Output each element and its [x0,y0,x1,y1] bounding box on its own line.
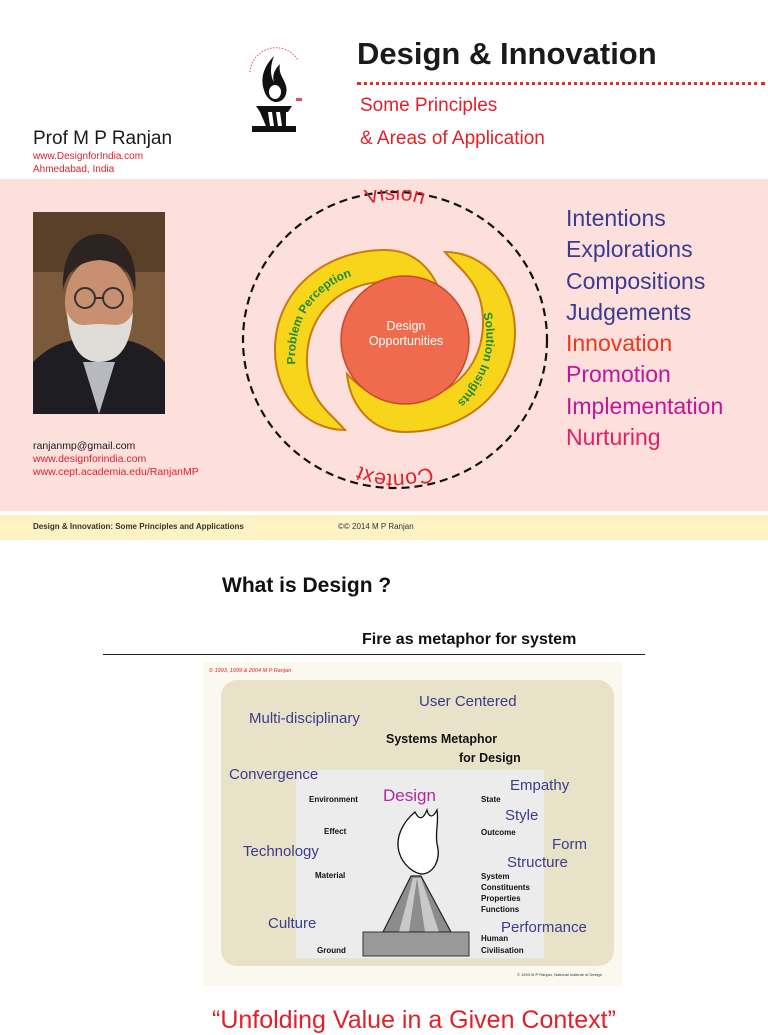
fire-metaphor-diagram: © 1993, 1999 & 2004 M P Ranjan User Cent… [203,662,622,986]
label-ground: Ground [317,946,346,955]
hearth-column-left [399,878,417,932]
label-performance: Performance [501,919,587,936]
flame-icon [397,807,439,875]
label-environment: Environment [309,795,358,804]
label-systems-metaphor: Systems Metaphor [386,732,497,746]
label-design: Design [383,786,436,805]
design-cycle-diagram: Vision Context Problem Perception Soluti… [241,190,549,492]
label-human: Human [481,934,508,943]
cycle-outer-dashed-circle [241,190,549,490]
keyword-item: Promotion [566,361,671,388]
label-state: State [481,795,501,804]
label-style: Style [505,807,538,824]
label-culture: Culture [268,915,316,932]
contact-email[interactable]: ranjanmp@gmail.com [33,440,136,452]
keyword-item: Explorations [566,236,693,263]
keyword-item: Innovation [566,330,673,357]
fire-logo-icon [249,47,302,132]
label-material: Material [315,871,345,880]
slide-quote: “Unfolding Value in a Given Context” [212,1006,616,1034]
keyword-item: Intentions [566,205,666,231]
caption-rule [103,654,645,655]
ground-block [362,931,470,957]
label-convergence: Convergence [229,766,318,783]
section-heading: What is Design ? [222,574,392,597]
cycle-center-circle [340,275,470,405]
footer-copyright: ©© 2014 M P Ranjan [338,522,414,531]
subtitle-line-2: & Areas of Application [360,128,545,149]
label-empathy: Empathy [510,777,570,794]
label-multidisciplinary: Multi-disciplinary [249,710,360,727]
footer-title: Design & Innovation: Some Principles and… [33,522,244,531]
label-functions: Functions [481,905,520,914]
hearth-column-right [417,878,439,932]
author-photo [33,212,165,414]
subtitle-line-1: Some Principles [360,95,498,116]
keyword-item: Implementation [566,392,724,419]
label-technology: Technology [243,843,319,860]
label-structure: Structure [507,854,568,871]
label-constituents: Constituents [481,883,530,892]
diagram-copyright-bottom: © 1993 M P Ranjan, National Institute of… [517,972,602,977]
contact-website[interactable]: www.designforindia.com [33,453,147,465]
author-website[interactable]: www.DesignforIndia.com [33,151,144,162]
author-location: Ahmedabad, India [33,164,115,175]
slide-footer [0,515,768,540]
title-dotted-rule [357,82,765,85]
cycle-context-label: Context [353,462,437,492]
section-caption: Fire as metaphor for system [362,631,577,648]
cycle-swirl-right [345,250,517,434]
label-properties: Properties [481,894,521,903]
diagram-copyright-top: © 1993, 1999 & 2004 M P Ranjan [209,667,291,674]
cycle-center-line-1: Design [387,319,426,333]
slide-title: Design & Innovation [357,36,657,71]
author-name: Prof M P Ranjan [33,128,173,149]
cycle-center-line-2: Opportunities [369,334,443,348]
label-effect: Effect [324,827,347,836]
label-user-centered: User Centered [419,693,517,710]
label-system: System [481,872,509,881]
label-civilisation: Civilisation [481,946,524,955]
keyword-item: Judgements [566,298,692,325]
label-for-design: for Design [459,751,521,765]
contact-academia[interactable]: www.cept.academia.edu/RanjanMP [33,466,199,478]
keyword-item: Nurturing [566,424,661,451]
label-outcome: Outcome [481,828,516,837]
label-form: Form [552,836,587,853]
keyword-item: Compositions [566,267,706,294]
